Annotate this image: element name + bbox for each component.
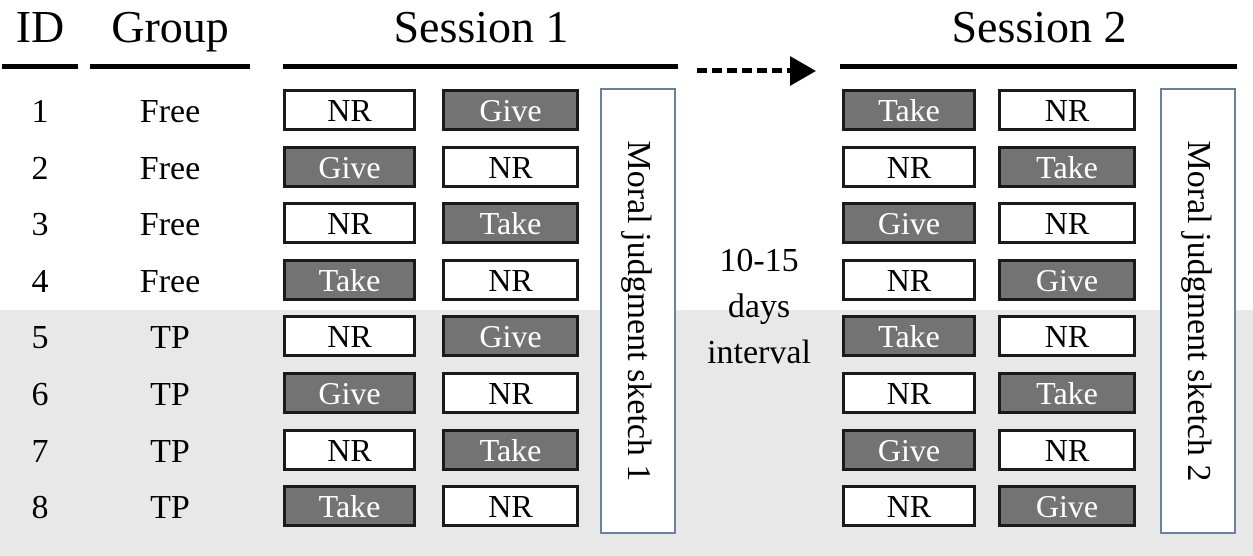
session-transition-arrow-line: [697, 68, 797, 73]
rule-id: [2, 64, 78, 69]
row-6-session1-block1: Give: [283, 372, 416, 414]
rule-group: [90, 64, 250, 69]
row-4-session2-block1: NR: [842, 258, 976, 301]
row-group-6: TP: [150, 376, 190, 413]
row-id-2: 2: [31, 149, 49, 187]
row-5-session1-block2: Give: [442, 315, 579, 358]
row-2-session2-block2: Take: [998, 145, 1136, 188]
row-id-7: 7: [31, 432, 49, 470]
row-7-session2-block2: NR: [998, 428, 1136, 471]
moral-judgment-sketch-1-box: Moral judgment sketch 1: [600, 88, 676, 534]
row-5-session1-block1: NR: [283, 315, 416, 358]
interval-line-3: interval: [707, 334, 811, 371]
row-1-session1-block2: Give: [442, 89, 579, 131]
row-6-session2-block1: NR: [842, 372, 976, 414]
row-1-session1-block1: NR: [283, 89, 416, 131]
row-2-session2-block1: NR: [842, 145, 976, 188]
row-4-session2-block2: Give: [998, 258, 1136, 301]
row-id-6: 6: [31, 376, 49, 413]
header-session-1: Session 1: [393, 1, 569, 52]
row-4-session1-block1: Take: [283, 258, 416, 301]
row-5-session2-block2: NR: [998, 315, 1136, 358]
moral-judgment-sketch-1-label: Moral judgment sketch 1: [620, 140, 657, 482]
row-8-session1-block2: NR: [442, 485, 579, 528]
row-3-session2-block1: Give: [842, 202, 976, 245]
row-6-session2-block2: Take: [998, 372, 1136, 414]
rule-session-2: [840, 64, 1237, 69]
row-id-1: 1: [31, 93, 49, 130]
row-group-2: Free: [139, 149, 201, 187]
moral-judgment-sketch-2-label: Moral judgment sketch 2: [1180, 140, 1217, 482]
row-8-session1-block1: Take: [283, 485, 416, 528]
header-session-2: Session 2: [951, 1, 1127, 52]
row-2-session1-block2: NR: [442, 145, 579, 188]
row-group-8: TP: [150, 489, 190, 527]
row-5-session2-block1: Take: [842, 315, 976, 358]
row-group-4: Free: [139, 262, 201, 300]
row-id-5: 5: [31, 319, 49, 357]
row-6-session1-block2: NR: [442, 372, 579, 414]
session-transition-arrow-head: [790, 56, 816, 86]
row-3-session1-block2: Take: [442, 202, 579, 245]
moral-judgment-sketch-2-box: Moral judgment sketch 2: [1160, 88, 1236, 534]
row-8-session2-block2: Give: [998, 485, 1136, 528]
interval-caption: 10-15 days interval: [684, 238, 834, 376]
row-group-3: Free: [139, 206, 201, 244]
rule-session-1: [283, 64, 678, 69]
row-8-session2-block1: NR: [842, 485, 976, 528]
row-id-4: 4: [31, 262, 49, 300]
row-7-session1-block2: Take: [442, 428, 579, 471]
row-4-session1-block2: NR: [442, 258, 579, 301]
row-7-session2-block1: Give: [842, 428, 976, 471]
row-group-5: TP: [150, 319, 190, 357]
row-group-1: Free: [139, 93, 201, 130]
row-id-3: 3: [31, 206, 49, 244]
row-1-session2-block2: NR: [998, 89, 1136, 131]
row-3-session2-block2: NR: [998, 202, 1136, 245]
interval-line-2: days: [727, 288, 791, 325]
header-id: ID: [15, 1, 65, 52]
row-1-session2-block1: Take: [842, 89, 976, 131]
row-2-session1-block1: Give: [283, 145, 416, 188]
row-3-session1-block1: NR: [283, 202, 416, 245]
header-group: Group: [111, 1, 229, 52]
row-id-8: 8: [31, 489, 49, 527]
row-group-7: TP: [150, 432, 190, 470]
row-7-session1-block1: NR: [283, 428, 416, 471]
interval-line-1: 10-15: [719, 242, 799, 279]
